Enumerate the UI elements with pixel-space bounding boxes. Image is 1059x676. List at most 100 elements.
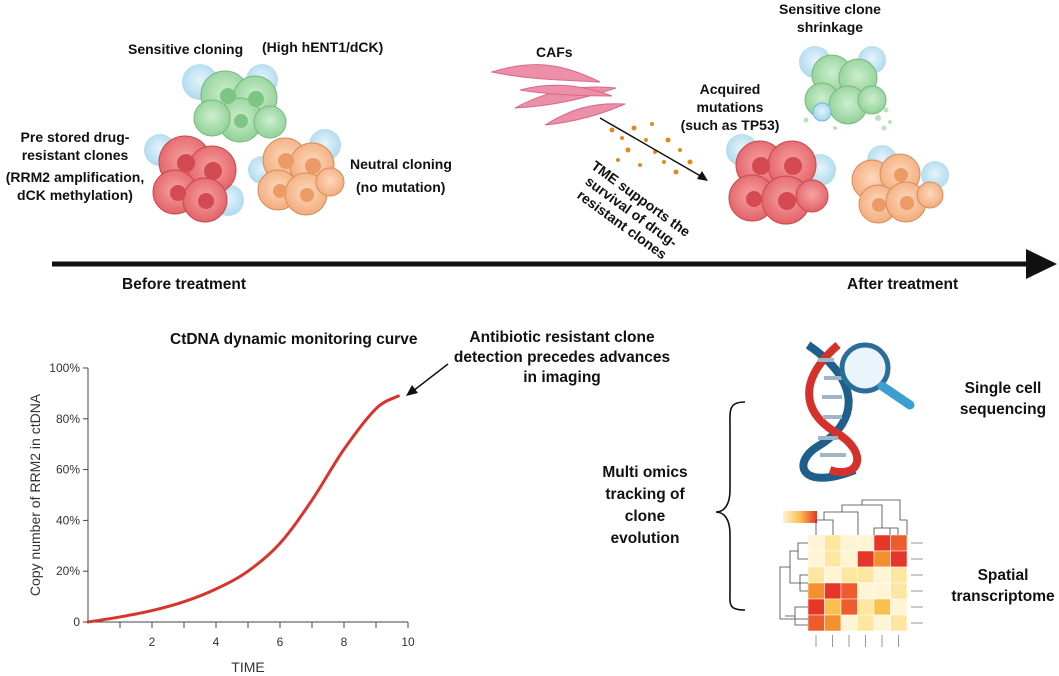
neutral-cloning-label: Neutral cloning xyxy=(350,156,452,172)
row-dendrogram xyxy=(779,542,808,626)
heatmap-cell xyxy=(873,598,891,616)
acquired-line-2: mutations xyxy=(696,99,764,115)
heatmap-cell xyxy=(807,614,825,632)
heatmap-cell xyxy=(807,598,825,616)
heatmap-cell xyxy=(840,566,858,584)
heatmap-cell xyxy=(857,534,875,552)
pre-stored-line-1: Pre stored drug- xyxy=(20,129,130,145)
pre-stored-line-4: dCK methylation) xyxy=(17,187,133,203)
multi-line-2: tracking of xyxy=(605,486,685,503)
curly-brace xyxy=(715,401,746,611)
drug-particles xyxy=(609,122,702,178)
sensitive-clone-after xyxy=(799,46,892,131)
spatial-heatmap-icon xyxy=(779,499,923,647)
spatial-line-2: transcriptome xyxy=(951,588,1055,605)
heatmap-cell xyxy=(890,598,908,616)
heatmap-cell xyxy=(857,614,875,632)
shrink-line-2: shrinkage xyxy=(796,19,864,35)
heatmap-cell xyxy=(824,566,842,584)
heatmap-cell xyxy=(824,534,842,552)
heatmap-cell xyxy=(857,566,875,584)
heatmap-cell xyxy=(857,582,875,600)
annotation-arrow xyxy=(412,363,449,392)
heatmap-cell xyxy=(873,550,891,568)
pre-stored-label: Pre stored drug- resistant clones (RRM2 … xyxy=(0,128,150,204)
heatmap-cell xyxy=(873,534,891,552)
pre-stored-line-3: (RRM2 amplification, xyxy=(5,169,145,185)
high-hent1-label: (High hENT1/dCK) xyxy=(262,39,384,55)
resistant-clone-cluster xyxy=(144,134,244,223)
heatmap-cell xyxy=(873,566,891,584)
heatmap-cell xyxy=(890,550,908,568)
tme-arrow xyxy=(599,117,705,179)
heatmap-cell xyxy=(840,598,858,616)
timeline-arrowhead xyxy=(1026,249,1057,279)
caf-cells xyxy=(490,64,626,126)
y-tick-label: 0 xyxy=(73,615,80,629)
before-treatment-label: Before treatment xyxy=(122,276,247,293)
multi-omics-label: Multi omics tracking of clone evolution xyxy=(590,462,700,550)
x-tick-label: 10 xyxy=(401,635,415,649)
resistant-clone-after xyxy=(726,134,836,225)
x-axis-title: TIME xyxy=(231,659,264,675)
shrink-line-1: Sensitive clone xyxy=(779,1,881,17)
single-line-2: sequencing xyxy=(959,401,1047,418)
neutral-clone-cluster xyxy=(248,129,345,216)
y-axis-title: Copy number of RRM2 in ctDNA xyxy=(27,393,43,596)
heatmap-cell xyxy=(824,550,842,568)
cafs-label: CAFs xyxy=(536,44,573,60)
annotation-line-2: detection precedes advances xyxy=(453,349,671,366)
y-tick-label: 60% xyxy=(56,463,80,477)
after-treatment-label: After treatment xyxy=(847,276,959,293)
heatmap-cell xyxy=(840,614,858,632)
heatmap-cell xyxy=(890,566,908,584)
spatial-line-1: Spatial xyxy=(977,567,1029,584)
heatmap-cell xyxy=(840,534,858,552)
sensitive-cloning-label: Sensitive cloning xyxy=(128,41,244,57)
x-tick-label: 2 xyxy=(149,635,156,649)
heatmap-cell xyxy=(857,598,875,616)
acquired-line-3: (such as TP53) xyxy=(680,117,780,133)
heatmap-cell xyxy=(840,550,858,568)
heatmap-cell xyxy=(824,614,842,632)
heatmap-cell xyxy=(873,582,891,600)
spatial-label: Spatial transcriptome xyxy=(948,565,1058,607)
annotation-line-3: in imaging xyxy=(523,369,601,386)
acquired-mutations-label: Acquired mutations (such as TP53) xyxy=(670,80,790,134)
shrinkage-label: Sensitive clone shrinkage xyxy=(770,0,890,36)
heatmap-color-key xyxy=(783,511,817,523)
x-tick-label: 8 xyxy=(341,635,348,649)
x-tick-label: 4 xyxy=(213,635,220,649)
y-tick-label: 40% xyxy=(56,513,80,527)
multi-line-1: Multi omics xyxy=(602,464,688,481)
heatmap-cell xyxy=(890,614,908,632)
no-mutation-label: (no mutation) xyxy=(356,179,446,195)
heatmap-cell xyxy=(824,582,842,600)
heatmap-cell xyxy=(824,598,842,616)
pre-stored-line-2: resistant clones xyxy=(21,147,129,163)
heatmap-cell xyxy=(840,582,858,600)
single-cell-label: Single cell sequencing xyxy=(948,378,1058,420)
y-tick-label: 80% xyxy=(56,412,80,426)
heatmap-cell xyxy=(873,614,891,632)
heatmap-cell xyxy=(890,534,908,552)
ctdna-curve xyxy=(86,394,400,624)
heatmap-cell xyxy=(890,582,908,600)
dna-helix-icon xyxy=(799,341,862,482)
heatmap-cell xyxy=(807,534,825,552)
heatmap-cell xyxy=(807,550,825,568)
heatmap-cell xyxy=(807,582,825,600)
y-tick-label: 20% xyxy=(56,564,80,578)
sensitive-clone-cluster xyxy=(182,64,287,143)
neutral-clone-after xyxy=(851,145,949,224)
single-line-1: Single cell xyxy=(964,380,1042,397)
y-tick-label: 100% xyxy=(49,361,80,375)
annotation-line-1: Antibiotic resistant clone xyxy=(469,329,655,346)
acquired-line-1: Acquired xyxy=(699,81,761,97)
treatment-illustration xyxy=(52,46,1057,279)
column-dendrogram xyxy=(815,499,908,535)
magnifier-icon xyxy=(839,342,915,410)
heatmap-cell xyxy=(857,550,875,568)
